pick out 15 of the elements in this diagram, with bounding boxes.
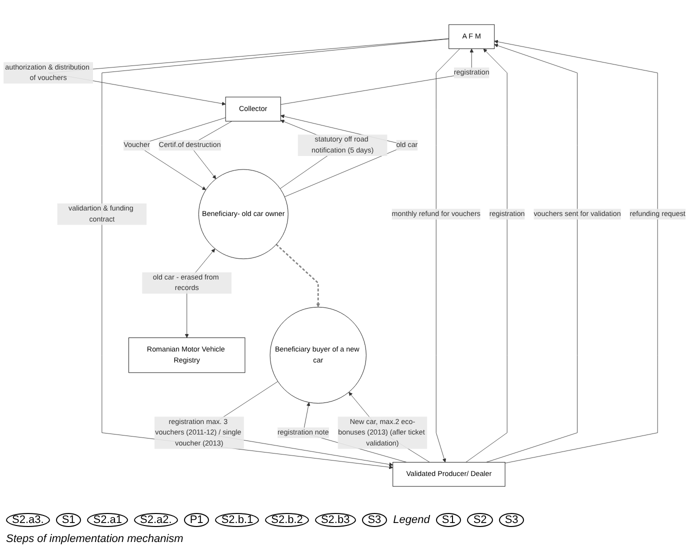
step-label: S2.a2. <box>134 513 178 527</box>
step-label: S2.b3 <box>314 513 356 527</box>
step-label: S3 <box>362 513 388 527</box>
legend-text: Steps of implementation mechanism <box>6 533 184 545</box>
step-label: S1 <box>56 513 82 527</box>
step-label: S1 <box>436 513 462 527</box>
step-label: S2.a3. <box>6 513 50 527</box>
step-label: Legend <box>393 514 430 526</box>
step-label: S2.b.1 <box>215 513 260 527</box>
step-label: S2.a1 <box>87 513 128 527</box>
step-label: P1 <box>184 513 210 527</box>
step-label: S3 <box>498 513 524 527</box>
step-label: S2.b.2 <box>265 513 309 527</box>
arrow <box>276 244 320 308</box>
step-label: S2 <box>467 513 493 527</box>
